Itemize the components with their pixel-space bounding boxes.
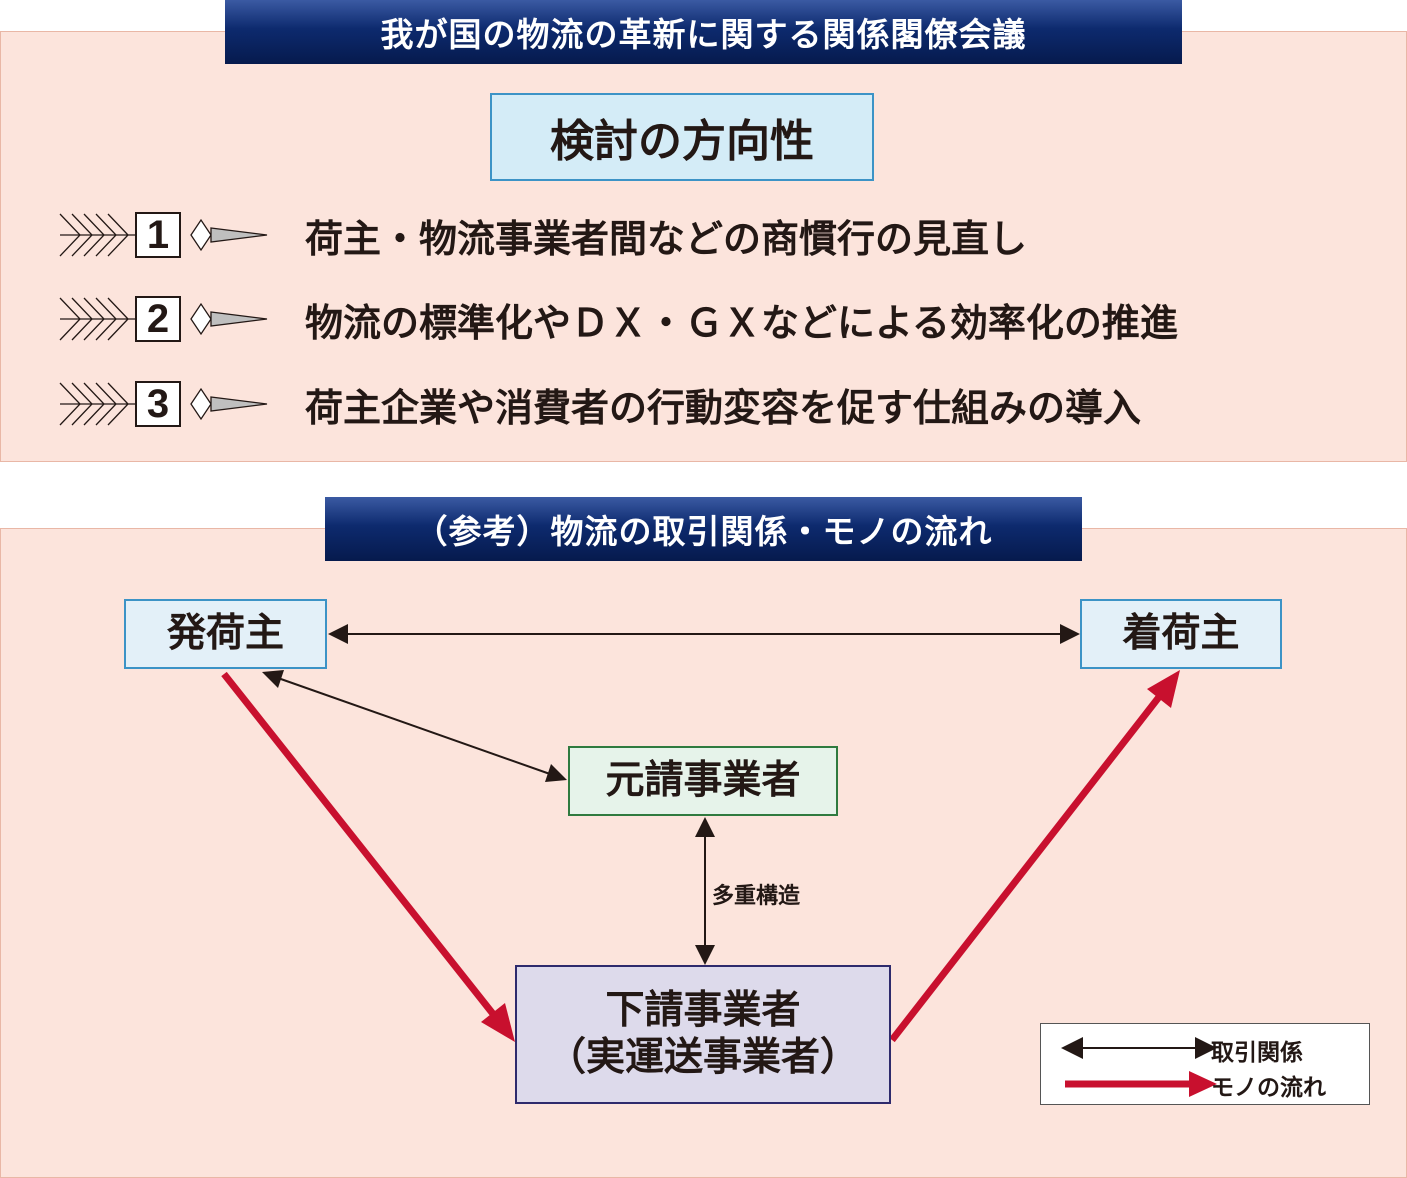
- direction-item-text: 荷主・物流事業者間などの商慣行の見直し: [305, 216, 1028, 261]
- goods-flow-arrow-sub-consignee: [889, 670, 1180, 1043]
- direction-heading: 検討の方向性: [490, 93, 874, 181]
- subcontractor-label: 下請事業者: [605, 987, 801, 1033]
- consignee-node: 着荷主: [1080, 599, 1282, 669]
- conference-title-banner: 我が国の物流の革新に関する関係閣僚会議: [225, 0, 1182, 64]
- transaction-arrow-shipper-consignee: [328, 624, 1080, 644]
- chevron-arrow-icon: [59, 297, 268, 341]
- prime-contractor-node: 元請事業者: [568, 746, 838, 816]
- chevron-arrow-icon: [59, 382, 268, 426]
- subcontractor-node: 下請事業者 （実運送事業者）: [515, 965, 891, 1104]
- direction-item-text: 荷主企業や消費者の行動変容を促す仕組みの導入: [305, 385, 1142, 430]
- prime-contractor-label: 元請事業者: [605, 757, 801, 803]
- chevron-arrow-icon: [59, 213, 268, 257]
- shipper-label: 発荷主: [166, 610, 284, 656]
- legend-transaction-arrow-icon: [1061, 1037, 1217, 1059]
- legend-transaction-label: 取引関係: [1211, 1040, 1303, 1066]
- legend-goods-flow-label: モノの流れ: [1211, 1075, 1326, 1101]
- multi-tier-label: 多重構造: [712, 884, 801, 909]
- item-number-badge: 1: [135, 212, 181, 258]
- transaction-arrow-shipper-prime: [262, 670, 567, 782]
- subcontractor-sublabel: （実運送事業者）: [546, 1034, 859, 1080]
- reference-title-banner: （参考）物流の取引関係・モノの流れ: [325, 497, 1082, 561]
- item-number-badge: 2: [135, 296, 181, 342]
- direction-item-3: 3 荷主企業や消費者の行動変容を促す仕組みの導入: [55, 375, 1400, 433]
- direction-item-1: 1 荷主・物流事業者間などの商慣行の見直し: [55, 206, 1400, 264]
- consignee-label: 着荷主: [1122, 610, 1240, 656]
- legend: 取引関係 モノの流れ: [1040, 1023, 1370, 1105]
- transaction-arrow-multi-tier: [695, 817, 715, 965]
- goods-flow-arrow-shipper-sub: [221, 671, 515, 1042]
- direction-item-text: 物流の標準化やＤＸ・ＧＸなどによる効率化の推進: [305, 300, 1178, 345]
- item-number-badge: 3: [135, 381, 181, 427]
- direction-item-2: 2 物流の標準化やＤＸ・ＧＸなどによる効率化の推進: [55, 290, 1400, 348]
- shipper-node: 発荷主: [124, 599, 327, 669]
- legend-goods-flow-arrow-icon: [1065, 1071, 1217, 1097]
